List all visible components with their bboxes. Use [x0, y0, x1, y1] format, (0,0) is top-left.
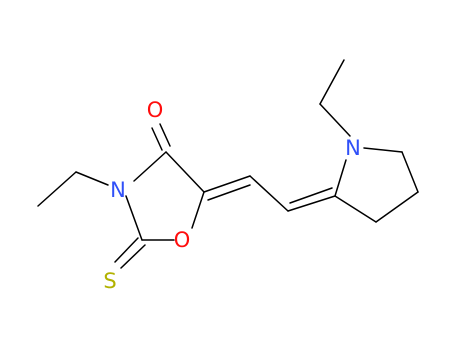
atom-sulfur: S — [103, 269, 116, 293]
atom-oxygen-ring: O — [174, 228, 191, 252]
bond-c4-o-2 — [159, 123, 171, 147]
bond-c5-oring — [191, 191, 205, 229]
bond-c2-n — [125, 195, 143, 241]
bond-ethyl-ch2-n — [75, 171, 109, 186]
bond-c5p-c4p — [401, 151, 419, 193]
atom-nitrogen-pyrrolidine: N — [345, 136, 361, 160]
bond-c4p-c3p — [375, 191, 419, 223]
atom-nitrogen-ring: N — [110, 178, 126, 202]
bond-ch2-ch3 — [319, 59, 345, 105]
bond-c2-s-1 — [114, 237, 139, 263]
bond-c4-o-1 — [151, 127, 163, 151]
atom-oxygen-carbonyl: O — [147, 98, 164, 122]
atom-labels: O N O S N — [103, 98, 361, 293]
bond-n-ch2 — [319, 103, 351, 137]
bond-c3p-c2p — [334, 195, 377, 223]
bond-c2p-n — [334, 159, 347, 197]
bond-ch-c2p-2 — [289, 187, 333, 204]
bond-ch-c2p-1 — [287, 195, 336, 212]
bond-n-c5p — [363, 147, 403, 153]
bond-c2-s-2 — [120, 244, 146, 269]
bond-c5-ch-1 — [203, 175, 251, 193]
bond-ch-ch — [249, 175, 289, 212]
bond-c4-c5 — [165, 151, 205, 193]
bond-n-c4 — [133, 151, 167, 182]
bond-c5-ch-2 — [207, 184, 251, 201]
bond-ethyl-ch3-ch2 — [37, 171, 77, 207]
bonds — [37, 59, 419, 269]
